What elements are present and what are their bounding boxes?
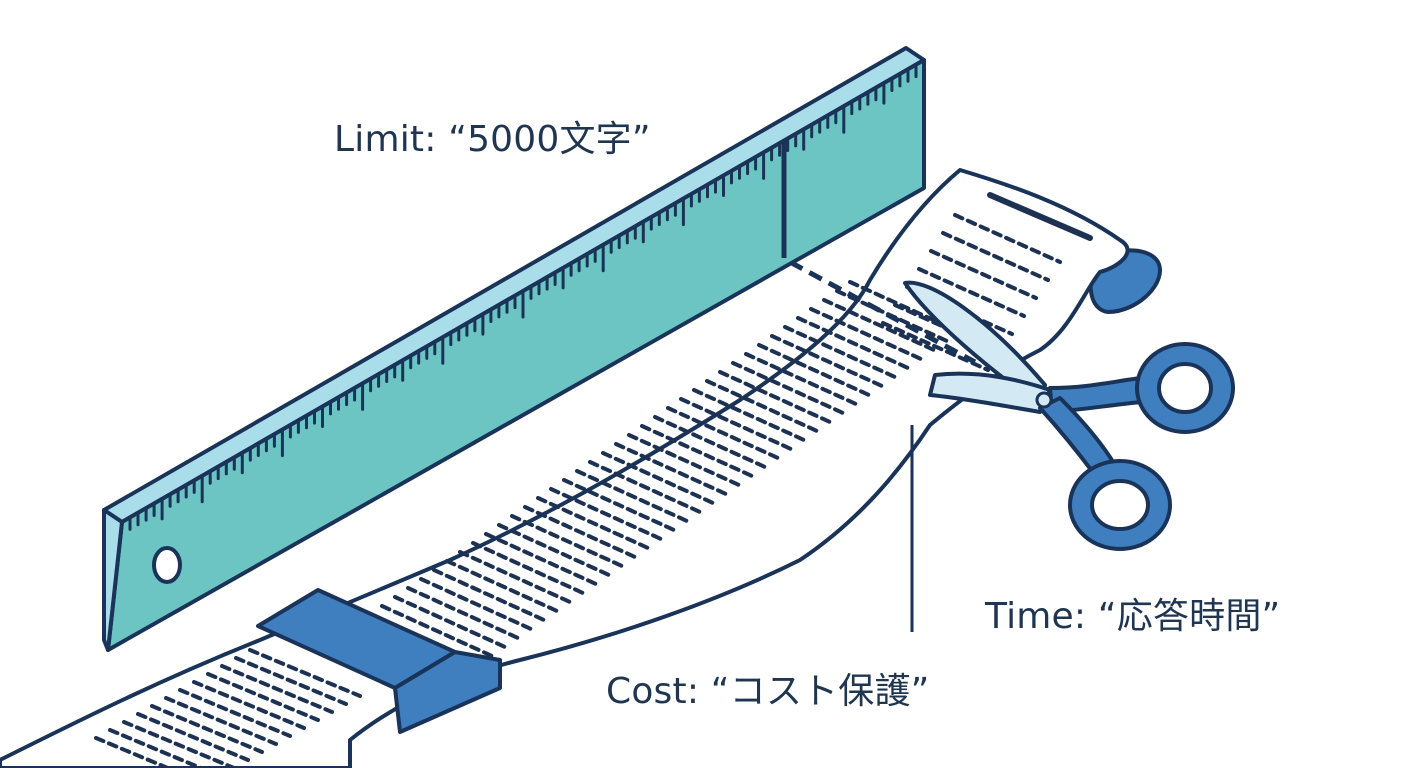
ruler-icon xyxy=(102,46,926,652)
cost-label: Cost: “コスト保護” xyxy=(606,671,930,712)
ruler-end xyxy=(102,508,124,652)
paper-text-line xyxy=(941,231,1050,282)
paper-text-line xyxy=(744,352,858,406)
paper-text-line xyxy=(731,361,845,415)
paper-text-line xyxy=(783,325,897,379)
paper-text-line xyxy=(445,559,559,613)
paper-text-line xyxy=(510,514,624,568)
paper-text-line xyxy=(484,532,598,586)
paper-text-line xyxy=(666,406,780,460)
limit-label: Limit: “5000文字” xyxy=(334,119,651,160)
paper-text-line xyxy=(881,321,990,372)
paper-text-line xyxy=(953,213,1062,264)
paper-text-line xyxy=(234,656,348,706)
paper-text-line xyxy=(822,298,936,352)
cost-band-bottom xyxy=(393,650,502,734)
paper-text-line xyxy=(164,696,278,746)
paper-text-line xyxy=(380,604,494,658)
ruler-ticks xyxy=(128,63,918,531)
paper-text-line xyxy=(471,541,585,595)
paper-text-line xyxy=(588,460,702,514)
paper-heading-line xyxy=(987,192,1093,241)
paper-text-line xyxy=(679,397,793,451)
paper-text-line xyxy=(122,720,236,768)
paper-text-line xyxy=(692,388,806,442)
paper-text-line xyxy=(640,424,754,478)
paper-text-line xyxy=(192,680,306,730)
paper-text-line xyxy=(523,505,637,559)
paper-text-line xyxy=(393,595,507,649)
paper-text-line xyxy=(419,577,533,631)
paper-text-line xyxy=(150,704,264,754)
paper-text-line xyxy=(136,712,250,762)
paper-text-line xyxy=(929,249,1038,300)
paper-text-line xyxy=(94,736,173,768)
paper-text-line xyxy=(178,688,292,738)
paper-text-line xyxy=(432,568,546,622)
paper-text-line xyxy=(536,496,650,550)
scissors-lower-blade xyxy=(928,371,1052,414)
paper-text-line xyxy=(770,334,884,388)
paper-text-line xyxy=(917,267,1026,318)
paper-text-line xyxy=(627,433,741,487)
scissors-pivot xyxy=(1035,391,1053,409)
paper-text-line xyxy=(757,343,871,397)
paper-text-line xyxy=(248,648,362,698)
time-label: Time: “応答時間” xyxy=(985,596,1281,637)
paper-text-line xyxy=(549,487,663,541)
paper-text-line xyxy=(108,728,207,768)
paper-text-line xyxy=(406,586,520,640)
paper-text-line xyxy=(653,415,767,469)
paper-text-line xyxy=(705,379,819,433)
paper-text-line xyxy=(497,523,611,577)
paper-text-line xyxy=(575,469,689,523)
paper-text-line xyxy=(614,442,728,496)
scissors-lower-ring-hole xyxy=(1090,479,1150,531)
cost-band-icon xyxy=(256,588,502,734)
paper-text-line xyxy=(601,451,715,505)
paper-roll-icon xyxy=(0,168,1162,768)
paper-text-line xyxy=(458,550,572,604)
paper-text-line xyxy=(206,672,320,722)
paper-text-line xyxy=(809,307,923,361)
scissors-icon xyxy=(903,280,1235,551)
paper-text-line xyxy=(562,478,676,532)
cut-line xyxy=(788,259,977,365)
paper-text-line xyxy=(220,664,334,714)
paper-text-line xyxy=(718,370,832,424)
paper-text-line xyxy=(796,316,910,370)
scissors-upper-ring-hole xyxy=(1157,362,1213,414)
ruler-hole xyxy=(152,546,182,584)
